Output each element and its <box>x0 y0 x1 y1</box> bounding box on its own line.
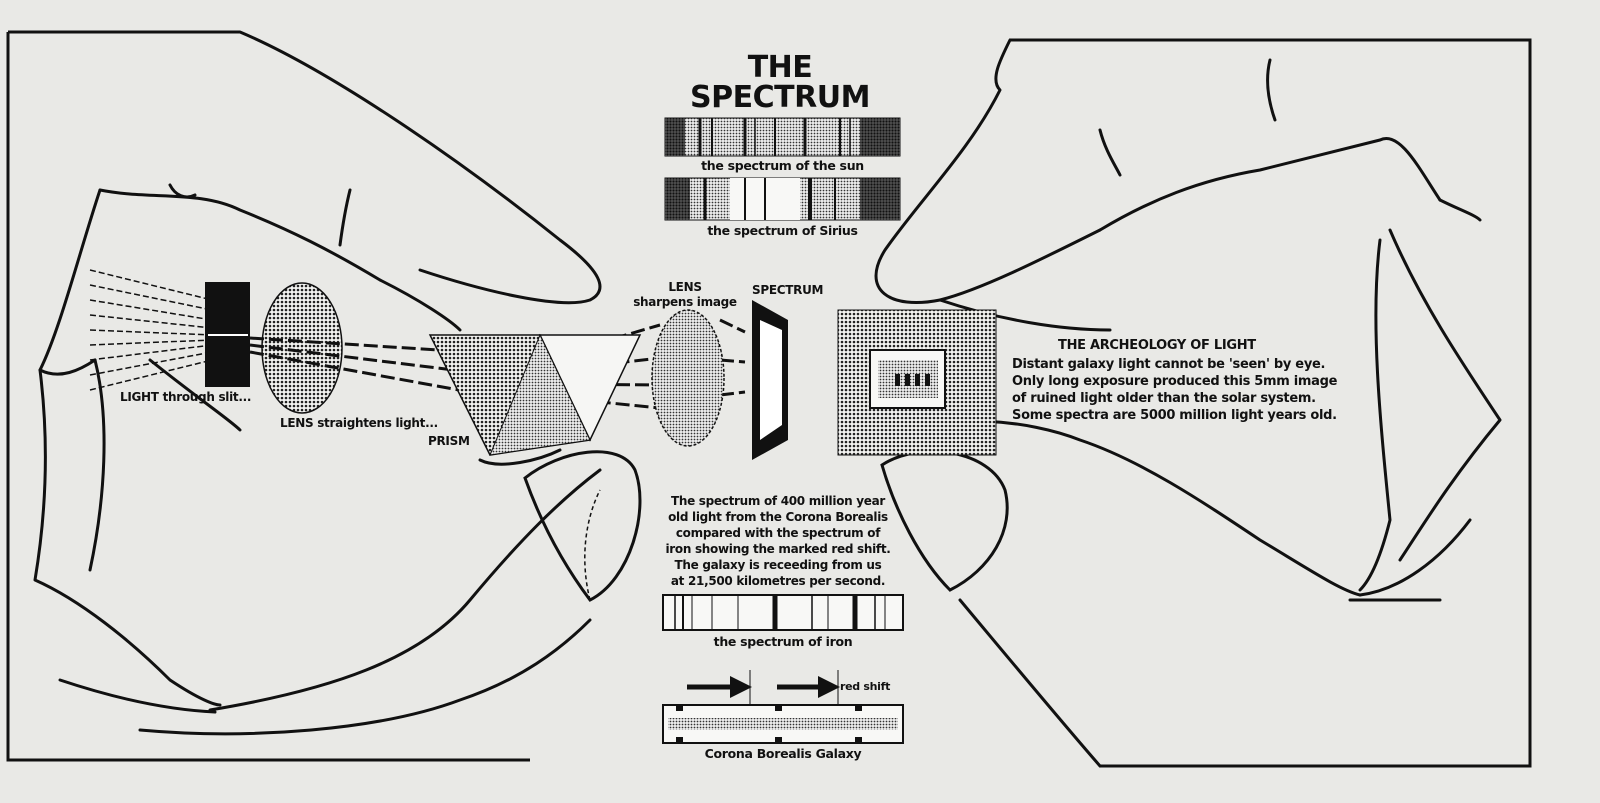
light-rays <box>89 269 213 391</box>
iron-spectrum-caption: the spectrum of iron <box>713 634 853 649</box>
corona-spectrum-caption: Corona Borealis Galaxy <box>704 746 862 761</box>
spectrum-screen <box>752 300 788 460</box>
sun-spectrum-caption: the spectrum of the sun <box>701 158 864 173</box>
left-thumb-outline <box>523 450 642 602</box>
sirius-spectrum <box>664 177 901 221</box>
archeology-line-4: Some spectra are 5000 million light year… <box>1012 408 1337 423</box>
label-lens-straightens: LENS straightens light... <box>280 416 438 430</box>
label-sharpens-image: sharpens image <box>633 295 737 309</box>
archeology-line-2: Only long exposure produced this 5mm ima… <box>1012 374 1338 389</box>
prism <box>428 333 642 456</box>
corona-text-line-2: old light from the Corona Borealis <box>668 510 888 524</box>
title-line-1: THE <box>747 50 813 85</box>
sirius-spectrum-caption: the spectrum of Sirius <box>707 223 858 238</box>
label-red-shift: red shift <box>840 680 891 693</box>
label-lens-2: LENS <box>668 280 702 294</box>
archeology-line-3: of ruined light older than the solar sys… <box>1012 391 1316 406</box>
label-spectrum: SPECTRUM <box>752 283 824 297</box>
left-hand-outline <box>33 30 602 736</box>
label-light-through-slit: LIGHT through slit... <box>120 390 252 404</box>
corona-spectrum <box>662 704 904 744</box>
slit <box>205 282 250 387</box>
frame <box>6 30 1532 768</box>
corona-text-line-3: compared with the spectrum of <box>675 526 881 540</box>
title-line-2: SPECTRUM <box>690 80 870 115</box>
corona-text-line-1: The spectrum of 400 million year <box>670 494 886 508</box>
iron-spectrum <box>662 594 904 631</box>
corona-text-line-6: at 21,500 kilometres per second. <box>670 574 886 588</box>
archeology-line-1: Distant galaxy light cannot be 'seen' by… <box>1012 357 1326 372</box>
lens-2 <box>651 309 725 447</box>
sun-spectrum <box>664 117 901 157</box>
archeology-heading: THE ARCHEOLOGY OF LIGHT <box>1058 338 1256 353</box>
photo-plate <box>837 309 997 456</box>
lens-1 <box>261 282 343 414</box>
corona-text-line-5: The galaxy is receeding from us <box>674 558 882 572</box>
corona-text-line-4: iron showing the marked red shift. <box>665 542 891 556</box>
label-prism: PRISM <box>428 434 470 448</box>
